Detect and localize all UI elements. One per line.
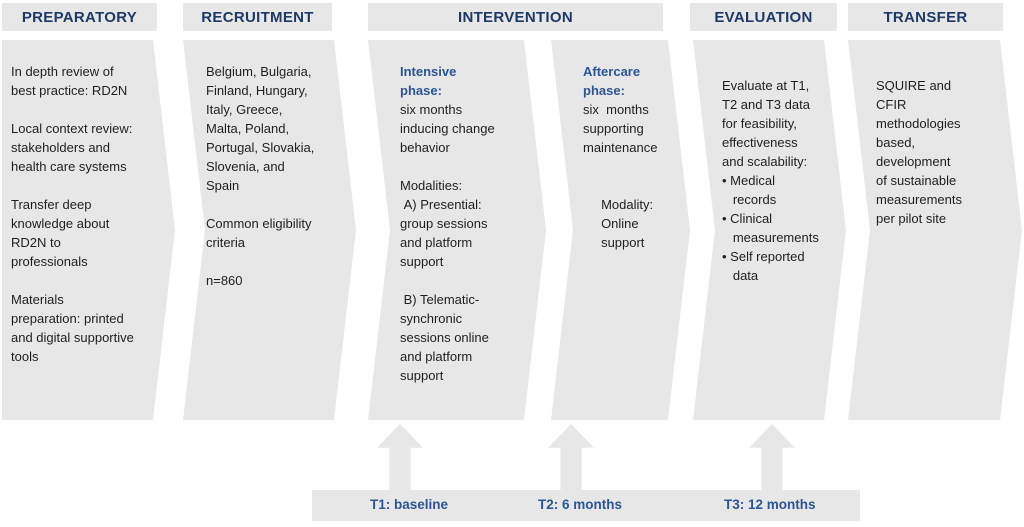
up-arrow-t1-icon <box>377 424 423 490</box>
header-preparatory: PREPARATORY <box>2 3 157 31</box>
transfer-text: SQUIRE and CFIR methodologies based, dev… <box>876 78 962 226</box>
header-evaluation: EVALUATION <box>690 3 837 31</box>
panel-evaluation: Evaluate at T1, T2 and T3 data for feasi… <box>693 40 846 420</box>
panel-intervention-aftercare: Aftercare phase: six months supporting m… <box>551 40 690 420</box>
aftercare-phase-title: Aftercare phase: <box>583 64 641 98</box>
aftercare-phase-text: six months supporting maintenance Modali… <box>583 102 658 250</box>
intensive-phase-title: Intensive phase: <box>400 64 457 98</box>
panel-recruitment: Belgium, Bulgaria, Finland, Hungary, Ita… <box>183 40 356 420</box>
intensive-phase-text: six months inducing change behavior Moda… <box>400 102 495 383</box>
timeline-label-t3: T3: 12 months <box>724 497 816 512</box>
evaluation-text: Evaluate at T1, T2 and T3 data for feasi… <box>722 78 819 283</box>
preparatory-text: In depth review of best practice: RD2N L… <box>11 64 134 364</box>
header-intervention: INTERVENTION <box>368 3 663 31</box>
timeline-label-t2: T2: 6 months <box>538 497 623 512</box>
header-transfer: TRANSFER <box>848 3 1003 31</box>
up-arrow-t2-icon <box>548 424 594 490</box>
panel-intervention-intensive: Intensive phase: six months inducing cha… <box>368 40 546 420</box>
up-arrow-t3-icon <box>749 424 795 490</box>
timeline-bar: T1: baseline T2: 6 months T3: 12 months <box>312 490 860 521</box>
header-recruitment: RECRUITMENT <box>183 3 332 31</box>
recruitment-text: Belgium, Bulgaria, Finland, Hungary, Ita… <box>206 64 315 288</box>
panel-transfer: SQUIRE and CFIR methodologies based, dev… <box>848 40 1022 420</box>
panel-preparatory: In depth review of best practice: RD2N L… <box>2 40 175 420</box>
timeline-label-t1: T1: baseline <box>370 497 449 512</box>
